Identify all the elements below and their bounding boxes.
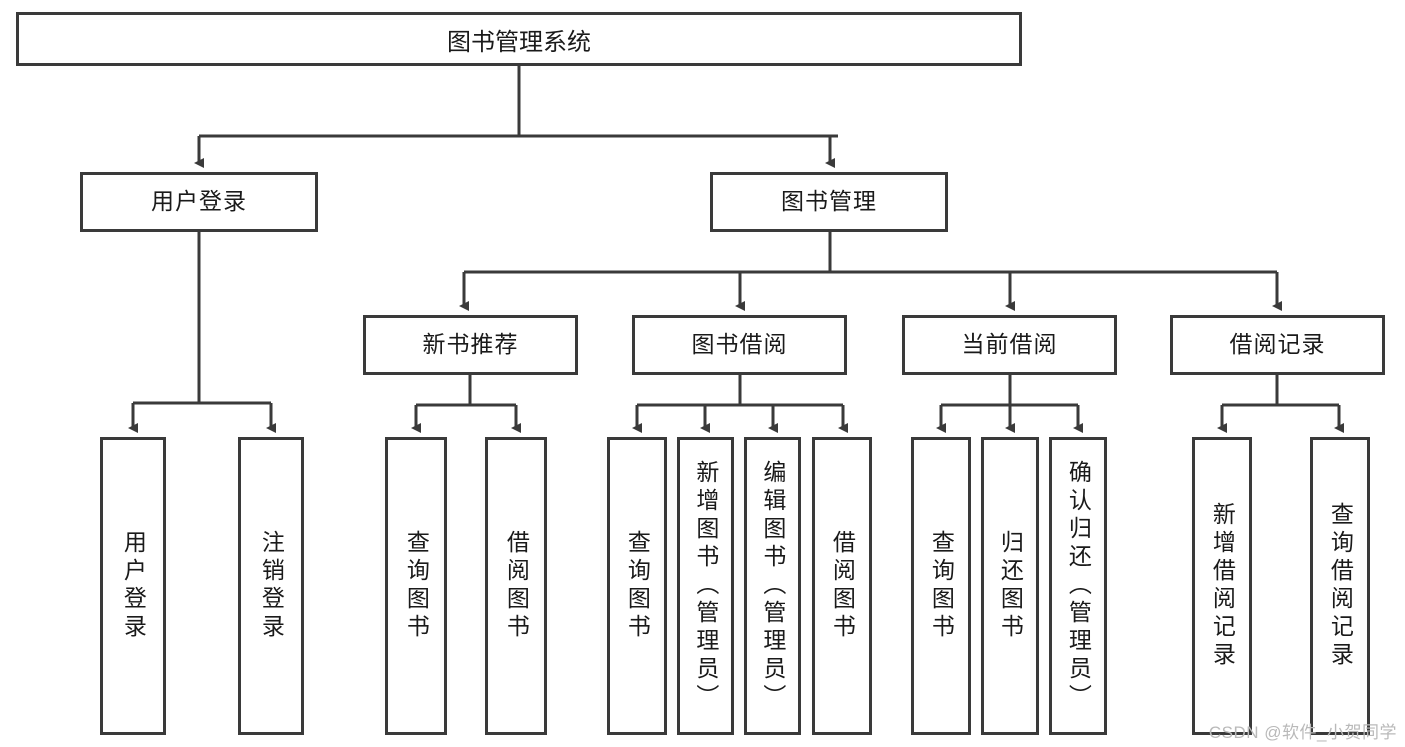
watermark-text: CSDN @软件_小贺同学 — [1208, 723, 1397, 742]
node-user-login[interactable]: 用户登录 — [80, 172, 318, 232]
leaf-current-borrow-confirm-return[interactable]: 确认归还（管理员） — [1049, 437, 1107, 735]
leaf-label: 用户登录 — [120, 530, 147, 642]
leaf-label: 确认归还（管理员） — [1065, 460, 1092, 712]
node-book-management[interactable]: 图书管理 — [710, 172, 948, 232]
leaf-label: 注销登录 — [258, 530, 285, 642]
node-borrow-record[interactable]: 借阅记录 — [1170, 315, 1385, 375]
node-root-system[interactable]: 图书管理系统 — [16, 12, 1022, 66]
leaf-borrow-record-query[interactable]: 查询借阅记录 — [1310, 437, 1370, 735]
leaf-current-borrow-return[interactable]: 归还图书 — [981, 437, 1039, 735]
leaf-new-book-query[interactable]: 查询图书 — [385, 437, 447, 735]
leaf-book-borrow-add[interactable]: 新增图书（管理员） — [677, 437, 734, 735]
leaf-label: 查询图书 — [928, 530, 955, 642]
leaf-label: 归还图书 — [997, 530, 1024, 642]
leaf-label: 查询借阅记录 — [1327, 502, 1354, 670]
leaf-borrow-record-add[interactable]: 新增借阅记录 — [1192, 437, 1252, 735]
leaf-label: 编辑图书（管理员） — [759, 460, 786, 712]
leaf-current-borrow-query[interactable]: 查询图书 — [911, 437, 971, 735]
leaf-book-borrow-query[interactable]: 查询图书 — [607, 437, 667, 735]
node-current-borrow[interactable]: 当前借阅 — [902, 315, 1117, 375]
leaf-user-login-logout[interactable]: 注销登录 — [238, 437, 304, 735]
leaf-book-borrow-borrow[interactable]: 借阅图书 — [812, 437, 872, 735]
leaf-label: 借阅图书 — [503, 530, 530, 642]
node-new-book-recommend[interactable]: 新书推荐 — [363, 315, 578, 375]
leaf-label: 新增借阅记录 — [1209, 502, 1236, 670]
leaf-label: 查询图书 — [403, 530, 430, 642]
leaf-label: 查询图书 — [624, 530, 651, 642]
node-book-borrow[interactable]: 图书借阅 — [632, 315, 847, 375]
leaf-book-borrow-edit[interactable]: 编辑图书（管理员） — [744, 437, 801, 735]
leaf-label: 借阅图书 — [829, 530, 856, 642]
leaf-user-login-login[interactable]: 用户登录 — [100, 437, 166, 735]
leaf-label: 新增图书（管理员） — [692, 460, 719, 712]
leaf-new-book-borrow[interactable]: 借阅图书 — [485, 437, 547, 735]
